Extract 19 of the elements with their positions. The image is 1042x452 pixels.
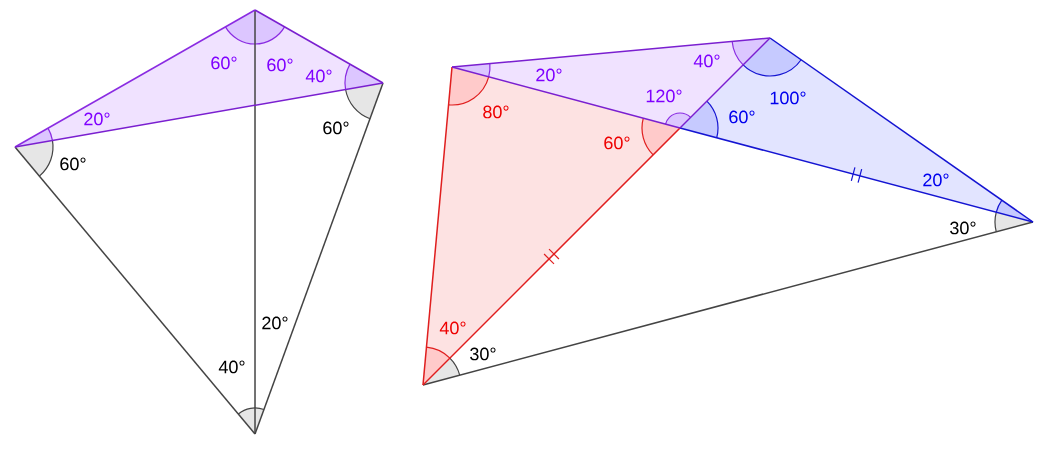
angle-label: 60° — [211, 56, 237, 70]
angle-label: 20° — [84, 112, 110, 126]
angle-label: 60° — [604, 136, 630, 150]
angle-label: 120° — [646, 89, 682, 103]
angle-label: 60° — [323, 121, 349, 135]
angle-label: 100° — [770, 91, 806, 105]
angle-label: 20° — [536, 68, 562, 82]
angle-label: 30° — [950, 221, 976, 235]
angle-label: 40° — [439, 321, 466, 335]
angle-label: 40° — [305, 69, 332, 83]
angle-label: 40° — [693, 54, 720, 68]
angle-label: 60° — [267, 58, 293, 72]
angle-label: 30° — [470, 347, 496, 361]
angle-label: 20° — [262, 316, 288, 330]
angle-label: 60° — [729, 110, 755, 124]
angle-label: 20° — [923, 173, 949, 187]
angle-label: 60° — [60, 157, 86, 171]
angle-label: 80° — [483, 105, 509, 119]
angle-label: 40° — [218, 360, 245, 374]
